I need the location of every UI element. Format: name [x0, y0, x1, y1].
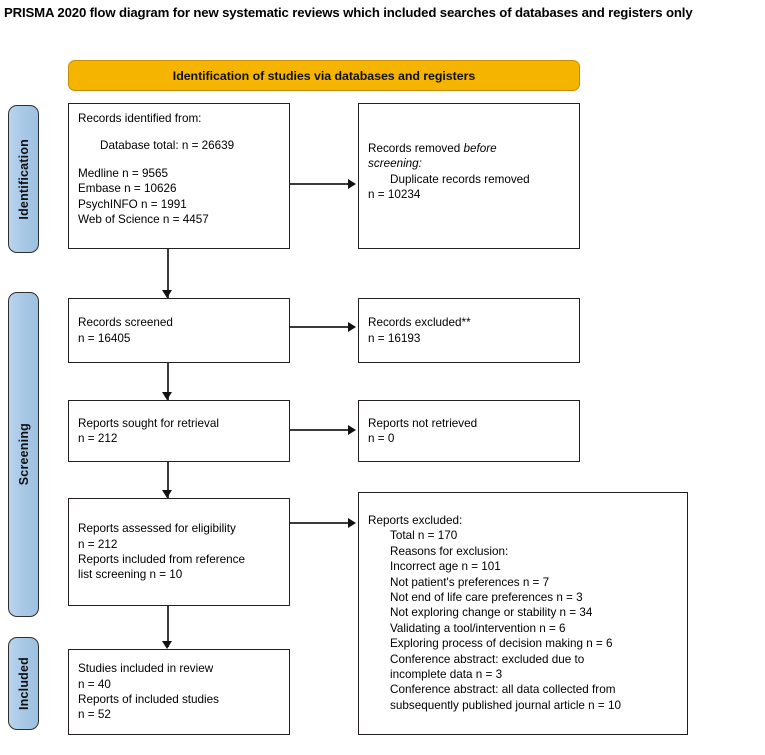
reports-excluded-item: Conference abstract: all data collected … — [390, 683, 616, 697]
node-studies-included: Studies included in review n = 40 Report… — [68, 649, 290, 735]
reports-excluded-item: Not exploring change or stability n = 34 — [390, 606, 593, 620]
records-removed-line4: n = 10234 — [368, 188, 421, 202]
node-reports-sought: Reports sought for retrieval n = 212 — [68, 400, 290, 462]
reports-excluded-item: subsequently published journal article n… — [390, 698, 621, 712]
connector-sought-to-not-retrieved — [290, 429, 348, 431]
studies-included-line4: n = 52 — [78, 708, 111, 722]
reports-excluded-item: Incorrect age n = 101 — [390, 560, 501, 574]
connector-sought-to-assessed — [167, 462, 169, 498]
reports-not-retrieved-line2: n = 0 — [368, 432, 395, 445]
records-screened-line2: n = 16405 — [78, 331, 131, 345]
reports-excluded-item: Not patient's preferences n = 7 — [390, 575, 550, 589]
arrow-identified-to-removed — [348, 178, 356, 189]
reports-excluded-item: Not end of life care preferences n = 3 — [390, 591, 583, 605]
records-identified-heading: Records identified from: — [78, 112, 202, 125]
arrow-sought-to-not-retrieved — [348, 424, 356, 435]
studies-included-line1: Studies included in review — [78, 662, 214, 676]
records-identified-database-total: Database total: n = 26639 — [100, 139, 235, 153]
arrow-assessed-to-included — [162, 641, 173, 649]
reports-excluded-item: Validating a tool/intervention n = 6 — [390, 621, 566, 635]
connector-screened-to-sought — [167, 363, 169, 400]
records-identified-source: Web of Science n = 4457 — [78, 213, 209, 227]
identification-band-label: Identification of studies via databases … — [172, 68, 476, 83]
node-records-screened: Records screened n = 16405 — [68, 298, 290, 363]
records-identified-source: Embase n = 10626 — [78, 182, 177, 196]
node-records-identified: Records identified from: Database total:… — [68, 103, 290, 249]
records-screened-line1: Records screened — [78, 316, 173, 330]
connector-screened-to-excluded — [290, 326, 348, 328]
node-reports-not-retrieved: Reports not retrieved n = 0 — [358, 400, 580, 462]
records-identified-source: Medline n = 9565 — [78, 166, 168, 180]
reports-excluded-item: Conference abstract: excluded due to — [390, 652, 585, 666]
arrow-screened-to-sought — [162, 392, 173, 400]
reports-assessed-line3: Reports included from reference — [78, 553, 245, 566]
node-records-removed: Records removed before screening: Duplic… — [358, 103, 580, 249]
reports-assessed-line1: Reports assessed for eligibility — [78, 522, 236, 536]
records-removed-line1: Records removed before — [368, 142, 497, 155]
reports-assessed-line2: n = 212 — [78, 537, 118, 551]
stage-tab-screening: Screening — [8, 292, 39, 617]
node-reports-excluded: Reports excluded: Total n = 170 Reasons … — [358, 492, 688, 735]
node-records-excluded: Records excluded** n = 16193 — [358, 298, 580, 363]
arrow-sought-to-assessed — [162, 490, 173, 498]
stage-tab-screening-label: Screening — [16, 423, 31, 486]
arrow-screened-to-excluded — [348, 321, 356, 332]
records-identified-source: PsychINFO n = 1991 — [78, 197, 187, 211]
records-excluded-line1: Records excluded** — [368, 316, 471, 330]
records-excluded-line2: n = 16193 — [368, 331, 421, 345]
reports-not-retrieved-line1: Reports not retrieved — [368, 416, 478, 430]
stage-tab-included-label: Included — [16, 657, 31, 710]
connector-assessed-to-included — [167, 606, 169, 647]
reports-excluded-item: Total n = 170 — [390, 529, 458, 543]
stage-tab-included: Included — [8, 637, 39, 730]
reports-excluded-heading: Reports excluded: — [368, 514, 463, 527]
studies-included-line2: n = 40 — [78, 677, 111, 691]
reports-assessed-line4: list screening n = 10 — [78, 568, 183, 582]
connector-identified-to-removed — [290, 183, 348, 185]
records-removed-line2: screening: — [368, 157, 422, 171]
identification-band: Identification of studies via databases … — [68, 60, 580, 91]
records-removed-line3: Duplicate records removed — [390, 172, 530, 186]
arrow-identified-to-screened — [162, 290, 173, 298]
node-reports-assessed: Reports assessed for eligibility n = 212… — [68, 498, 290, 606]
reports-excluded-item: Reasons for exclusion: — [390, 544, 509, 558]
reports-sought-line2: n = 212 — [78, 432, 118, 445]
connector-identified-to-screened — [167, 249, 169, 298]
reports-excluded-item: Exploring process of decision making n =… — [390, 637, 613, 651]
arrow-assessed-to-excluded — [348, 517, 356, 528]
connector-assessed-to-excluded — [290, 522, 348, 524]
page-title: PRISMA 2020 flow diagram for new systema… — [4, 5, 693, 20]
stage-tab-identification-label: Identification — [16, 138, 31, 220]
stage-tab-identification: Identification — [8, 105, 39, 253]
studies-included-line3: Reports of included studies — [78, 693, 219, 706]
reports-sought-line1: Reports sought for retrieval — [78, 416, 219, 430]
reports-excluded-item: incomplete data n = 3 — [390, 668, 503, 682]
